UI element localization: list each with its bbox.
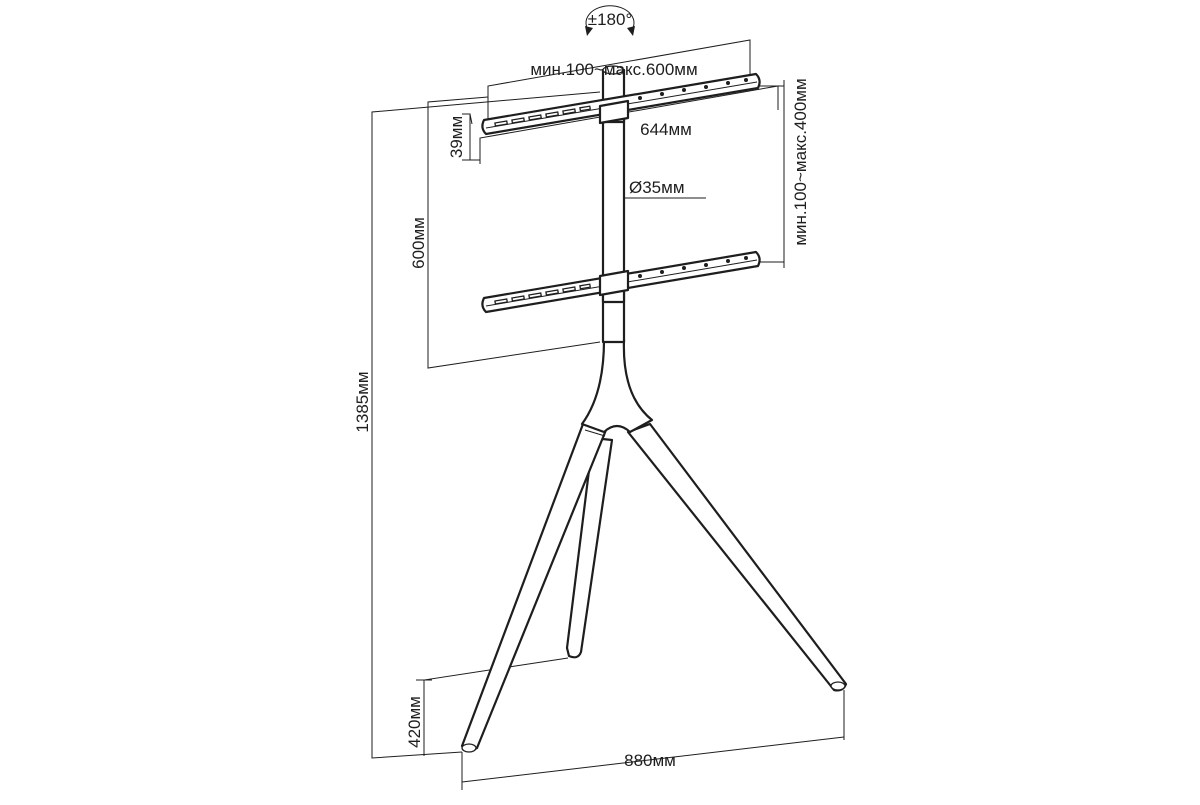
bracket-height-label: 39мм — [447, 116, 466, 158]
rotation-label: ±180° — [588, 10, 633, 29]
lower-bracket-holes — [638, 256, 748, 278]
front-right-leg — [626, 422, 848, 692]
pole — [601, 108, 626, 344]
tripod-legs — [460, 338, 848, 753]
base-width-label: 880мм — [624, 751, 676, 770]
upper-bracket-holes — [638, 78, 748, 100]
rear-leg — [565, 436, 614, 659]
lower-bracket — [481, 250, 761, 314]
mount-width-range-label: мин.100~макс.600мм — [530, 60, 697, 79]
upper-bracket-clamp — [598, 99, 630, 125]
lower-bracket-slots — [494, 283, 592, 305]
bracket-length-label: 644мм — [640, 120, 692, 139]
mount-height-range-label: мин.100~макс.400мм — [791, 78, 810, 245]
dimension-lines — [371, 39, 845, 790]
foot-height-label: 420мм — [405, 696, 424, 748]
upper-bracket-slots — [494, 105, 592, 127]
rotation-indicator — [585, 5, 635, 36]
leg-junction — [580, 338, 654, 434]
rotation-arrow-left-icon — [585, 26, 593, 36]
dimension-labels: ±180° мин.100~макс.600мм 644мм 39мм Ø35м… — [353, 10, 810, 770]
upper-bracket — [481, 72, 761, 136]
total-height-label: 1385мм — [353, 371, 372, 432]
pole-diameter-label: Ø35мм — [629, 178, 685, 197]
bracket-span-label: 600мм — [409, 217, 428, 269]
lower-bracket-clamp — [598, 269, 630, 297]
rotation-arrow-right-icon — [627, 26, 635, 36]
